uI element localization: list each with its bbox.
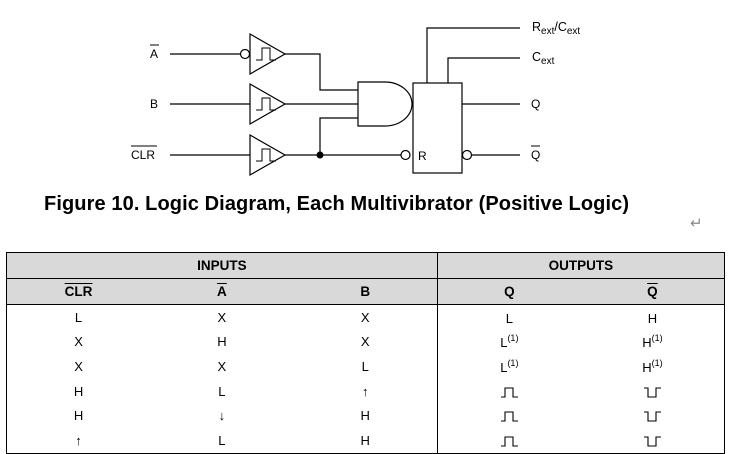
cell-clr: H — [6, 403, 151, 428]
label-output-q: Q — [531, 97, 540, 111]
negative-pulse-icon — [643, 384, 661, 399]
cell-a: L — [150, 427, 294, 454]
cell-a: L — [218, 383, 226, 399]
table-row: X X L L(1) H(1) — [6, 354, 725, 379]
cell-a: X — [217, 309, 227, 325]
cell-clr: X — [6, 329, 151, 355]
label-input-b: B — [150, 97, 158, 111]
positive-pulse-icon — [500, 433, 518, 448]
column-header-clr: CLR — [64, 284, 93, 299]
label-output-qbar: Q — [531, 148, 540, 162]
table-row: H ↓ H — [6, 403, 725, 428]
cell-qbar — [580, 403, 725, 428]
cell-b: H — [293, 427, 438, 454]
cell-clr: X — [6, 354, 151, 379]
column-header-b: B — [360, 284, 371, 299]
cell-q: L(1) — [500, 357, 519, 375]
cell-qbar: H(1) — [580, 354, 725, 379]
footnote-ref: (1) — [651, 357, 663, 368]
cell-qbar: H(1) — [580, 329, 725, 355]
cell-a: X — [217, 358, 227, 374]
figure-caption: Figure 10. Logic Diagram, Each Multivibr… — [44, 193, 630, 215]
cell-q — [437, 379, 581, 404]
cell-q — [437, 427, 581, 454]
label-reset-pin: R — [418, 149, 427, 163]
cell-a: H — [217, 334, 227, 350]
group-header-outputs: OUTPUTS — [437, 252, 726, 279]
cell-q — [437, 403, 581, 428]
negative-pulse-icon — [643, 433, 661, 448]
column-header-a: A — [217, 284, 227, 299]
table-row: X H X L(1) H(1) — [6, 329, 725, 355]
cell-qbar: H — [580, 304, 725, 330]
footnote-ref: (1) — [507, 333, 519, 344]
negative-pulse-icon — [643, 408, 661, 423]
column-header-q: Q — [504, 284, 515, 299]
footnote-ref: (1) — [507, 357, 519, 368]
table-row: H L ↑ — [6, 378, 725, 404]
cell-a: ↓ — [218, 408, 226, 424]
label-input-a: A — [150, 47, 158, 61]
cell-qbar — [580, 378, 725, 404]
group-header-inputs: INPUTS — [6, 252, 438, 279]
cell-b: X — [293, 329, 438, 355]
cell-b: L — [293, 354, 438, 379]
cell-q: L(1) — [500, 333, 519, 351]
label-cext: Cext — [532, 50, 555, 67]
cell-qbar — [580, 427, 725, 454]
label-rext-cext: Rext/Cext — [532, 20, 580, 37]
cell-q: L — [505, 310, 513, 326]
cell-clr: H — [6, 378, 151, 404]
cell-clr: L — [6, 304, 151, 330]
positive-pulse-icon — [500, 408, 518, 423]
return-arrow-icon: ↵ — [690, 215, 703, 232]
footnote-ref: (1) — [651, 333, 663, 344]
cell-b: H — [293, 403, 438, 428]
positive-pulse-icon — [500, 384, 518, 399]
cell-b: X — [293, 304, 438, 330]
label-input-clr: CLR — [131, 148, 155, 162]
junction-dot — [316, 151, 324, 159]
logic-diagram: A B CLR R Rext/Cext Cext Q Q — [131, 20, 580, 177]
column-header-qbar: Q — [647, 284, 658, 299]
cell-b: ↑ — [293, 378, 438, 404]
cell-clr: ↑ — [6, 427, 151, 454]
